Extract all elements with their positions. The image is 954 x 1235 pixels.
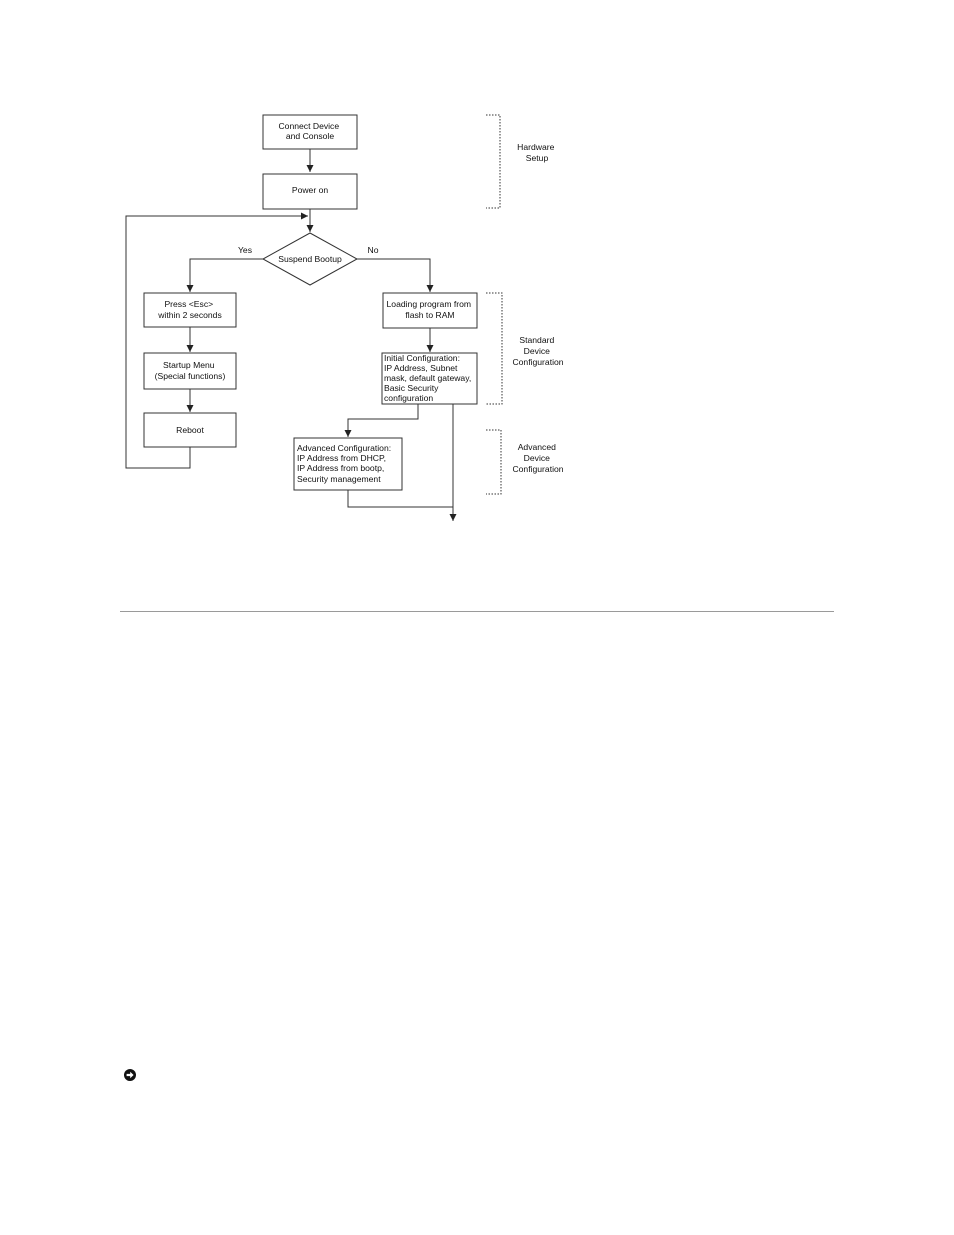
edge-advanced-merge — [347, 490, 453, 508]
node-initial-line-3: mask, default gateway, — [384, 373, 471, 383]
phase-standard-line-1: Standard — [519, 335, 554, 345]
phase-advanced-line-1: Advanced — [518, 442, 556, 452]
phase-hardware-line-1: Hardware — [517, 142, 554, 152]
node-initial-line-4: Basic Security — [384, 383, 439, 393]
node-press-esc: Press <Esc> within 2 seconds — [143, 292, 237, 328]
phase-standard-line-3: Configuration — [512, 357, 563, 367]
svg-text:Advanced Configuration:: Advanced Configuration: IP Address from … — [297, 443, 394, 484]
node-advanced-line-4: Security management — [297, 474, 381, 484]
svg-text:Initial Configuration: I: Initial Configuration: IP Address, Subne… — [384, 353, 474, 403]
node-advanced-line-1: Advanced Configuration: — [297, 443, 391, 453]
node-press-esc-line-2: within 2 seconds — [157, 310, 222, 320]
notice-arrow-icon — [124, 1069, 136, 1081]
node-initial-line-5: configuration — [384, 393, 433, 403]
edge-reboot-loop — [125, 212, 308, 469]
node-loading-line-1: Loading program from — [387, 299, 472, 309]
node-initial-configuration: Initial Configuration: IP Address, Subne… — [381, 352, 478, 405]
svg-text:Power on: Power on — [292, 185, 329, 195]
svg-text:Reboot: Reboot — [176, 425, 204, 435]
node-connect-line-2: and Console — [286, 131, 334, 141]
node-suspend-bootup-decision: Suspend Bootup — [261, 232, 359, 286]
svg-text:Hardware Setup: Hardware Setup — [517, 142, 557, 163]
node-loading-line-2: flash to RAM — [405, 310, 454, 320]
edge-suspend-yes — [186, 258, 263, 292]
edge-label-no: No — [368, 245, 379, 255]
phase-hardware-line-2: Setup — [526, 153, 549, 163]
node-power-on: Power on — [262, 173, 358, 210]
phase-advanced-line-3: Configuration — [512, 464, 563, 474]
node-connect-line-1: Connect Device — [278, 121, 339, 131]
svg-text:Advanced Device Co: Advanced Device Configuration — [512, 442, 563, 474]
boot-flowchart: Connect Device and Console Power on Susp… — [125, 114, 564, 521]
phase-advanced-device-configuration: Advanced Device Configuration — [486, 429, 564, 495]
node-advanced-configuration: Advanced Configuration: IP Address from … — [293, 437, 403, 491]
node-startup-line-1: Startup Menu — [163, 360, 215, 370]
node-initial-line-1: Initial Configuration: — [384, 353, 460, 363]
svg-text:Press <Esc> within 2 sec: Press <Esc> within 2 seconds — [157, 299, 222, 320]
node-reboot-label: Reboot — [176, 425, 204, 435]
edge-label-yes: Yes — [238, 245, 252, 255]
phase-hardware-setup: Hardware Setup — [486, 114, 557, 209]
node-initial-line-2: IP Address, Subnet — [384, 363, 458, 373]
phase-standard-device-configuration: Standard Device Configuration — [486, 292, 564, 405]
svg-text:Startup Menu (Special fu: Startup Menu (Special functions) — [155, 360, 226, 381]
edge-initial-advanced — [344, 404, 419, 437]
node-press-esc-line-1: Press <Esc> — [164, 299, 213, 309]
edge-suspend-no — [357, 258, 434, 292]
section-divider — [120, 611, 834, 612]
svg-text:Loading program from fla: Loading program from flash to RAM — [387, 299, 474, 320]
phase-advanced-line-2: Device — [524, 453, 550, 463]
node-advanced-line-2: IP Address from DHCP, — [297, 453, 386, 463]
svg-text:Standard Device Co: Standard Device Configuration — [512, 335, 563, 367]
svg-text:Connect Device and Conso: Connect Device and Console — [278, 121, 341, 141]
connectors — [125, 149, 457, 521]
node-power-label: Power on — [292, 185, 329, 195]
node-startup-line-2: (Special functions) — [155, 371, 226, 381]
phase-standard-line-2: Device — [524, 346, 550, 356]
node-reboot: Reboot — [143, 412, 237, 448]
node-suspend-label: Suspend Bootup — [278, 254, 342, 264]
node-loading-program: Loading program from flash to RAM — [382, 292, 478, 329]
node-startup-menu: Startup Menu (Special functions) — [143, 352, 237, 390]
svg-text:Suspend Bootup: Suspend Bootup — [278, 254, 342, 264]
node-connect-device: Connect Device and Console — [262, 114, 358, 150]
node-advanced-line-3: IP Address from bootp, — [297, 463, 384, 473]
